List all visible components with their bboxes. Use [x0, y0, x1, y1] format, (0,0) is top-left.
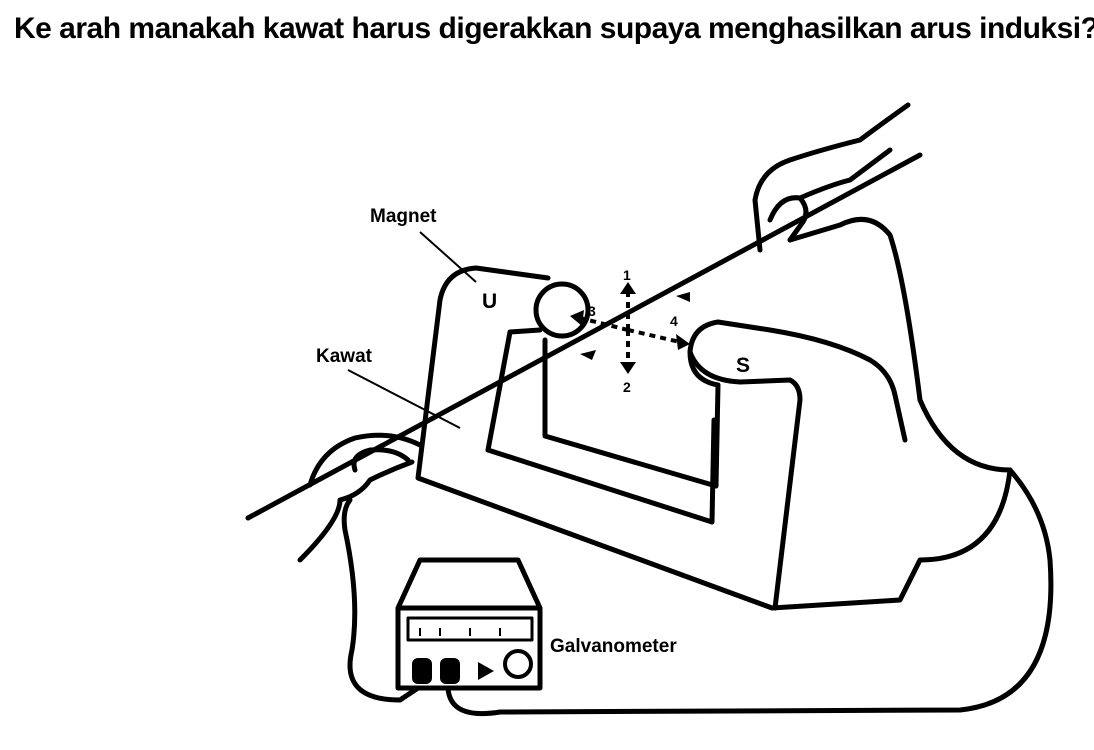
- galvanometer-controls: [412, 628, 533, 684]
- galvanometer-scale: [406, 616, 534, 642]
- magnet-base: [415, 216, 1013, 611]
- galvanometer-body: [395, 557, 543, 691]
- wire-marker-a: [676, 292, 690, 302]
- arrow-4-line: [627, 328, 681, 344]
- arrow-3-head: [570, 310, 584, 326]
- south-pole-label: S: [736, 354, 750, 377]
- arrow-3-line: [579, 316, 629, 332]
- north-pole-arm: [485, 327, 717, 525]
- arrow-2-head: [620, 362, 636, 374]
- left-hand: [297, 432, 423, 563]
- direction-1-label: 1: [623, 267, 631, 283]
- question-text: Ke arah manakah kawat harus digerakkan s…: [14, 12, 1094, 45]
- left-lead: [341, 497, 421, 703]
- arrow-1-head: [620, 282, 636, 294]
- direction-2-label: 2: [623, 379, 631, 395]
- right-hand: [752, 102, 911, 253]
- direction-4-label: 4: [670, 313, 678, 329]
- arrow-4-head: [676, 334, 690, 350]
- wire-marker-b: [580, 350, 596, 360]
- south-pole-arm: [687, 349, 803, 611]
- direction-3-label: 3: [588, 303, 596, 319]
- galvanometer-label: Galvanometer: [550, 636, 677, 657]
- wire: [245, 152, 923, 521]
- right-lead: [445, 467, 1054, 717]
- magnet-leader: [419, 231, 477, 283]
- kawat-label: Kawat: [316, 346, 373, 367]
- kawat-leader: [347, 369, 461, 429]
- magnet-label: Magnet: [370, 206, 437, 227]
- north-pole-label: U: [482, 290, 497, 313]
- north-pole-face: [533, 281, 591, 339]
- magnet-gap-lines: [542, 319, 908, 489]
